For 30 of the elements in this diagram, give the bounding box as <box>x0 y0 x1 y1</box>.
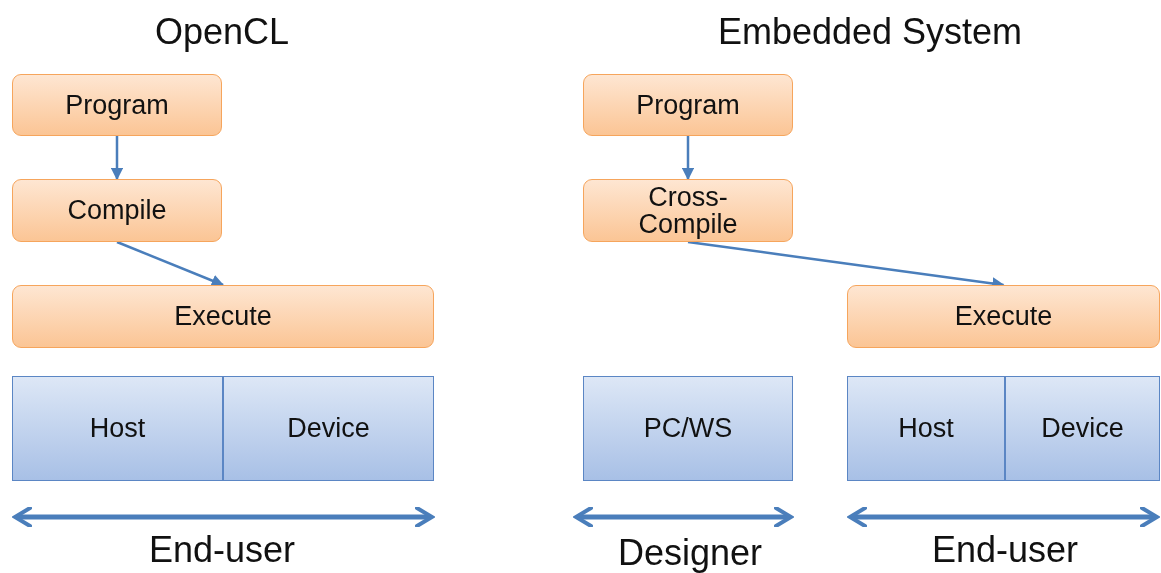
box-label: Program <box>636 91 740 119</box>
box-label: Execute <box>174 303 272 330</box>
box-label: PC/WS <box>643 415 733 442</box>
box-label: Host <box>898 415 954 442</box>
box-label: Device <box>1041 415 1124 442</box>
box-label: Compile <box>67 197 167 224</box>
box-label: Execute <box>954 303 1053 330</box>
platform-box <box>223 376 434 481</box>
arrow <box>116 240 225 287</box>
arrow <box>110 136 124 181</box>
platform-box <box>847 376 1005 481</box>
process-box <box>583 74 793 136</box>
process-box <box>847 285 1160 348</box>
platform-box <box>1005 376 1160 481</box>
role-label: End-user <box>931 529 1079 571</box>
process-box <box>12 285 434 348</box>
box-label: Program <box>65 91 169 119</box>
box-label: Host <box>89 415 146 442</box>
role-label: End-user <box>148 529 296 571</box>
arrow <box>681 136 695 181</box>
column-title: Embedded System <box>717 11 1023 53</box>
column-title: OpenCL <box>154 11 290 53</box>
process-box <box>12 179 222 242</box>
process-box <box>583 179 793 242</box>
process-box <box>12 74 222 136</box>
role-label: Designer <box>617 532 763 573</box>
box-label: Cross-Compile <box>637 183 739 238</box>
platform-box <box>583 376 793 481</box>
box-label: Device <box>287 415 370 442</box>
platform-box <box>12 376 223 481</box>
